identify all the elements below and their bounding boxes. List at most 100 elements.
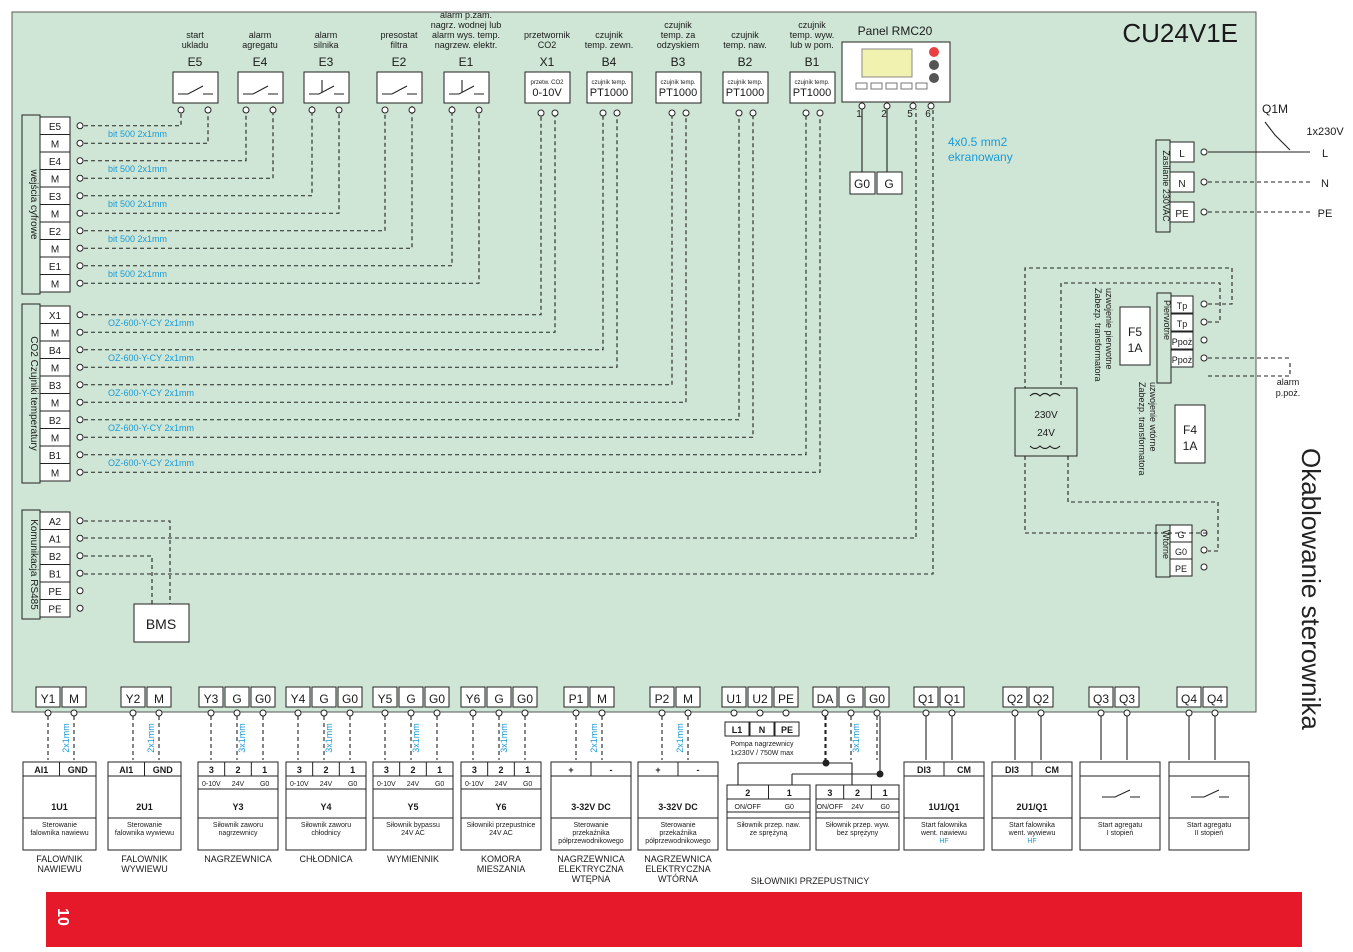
module-desc: Sterowanie: [42, 822, 77, 829]
bottom-terminal-dot: [381, 709, 389, 717]
secondary-row-box: [1169, 558, 1193, 577]
bottom-terminal-dot: [155, 709, 163, 717]
module-desc: went. wywiewu: [1008, 830, 1056, 837]
side-title-text: Okablowanie sterownika: [1296, 448, 1326, 730]
device-code: E3: [319, 55, 334, 69]
bottom-terminal-box: [120, 686, 146, 708]
device-code: E4: [253, 55, 268, 69]
module-head: 3: [297, 765, 302, 775]
module-group: WTÓRNA: [658, 874, 698, 884]
module-head: 2: [745, 788, 750, 798]
switch-symbol: [449, 85, 484, 95]
pump-desc: Pompa nagrzewnicy: [730, 741, 794, 748]
bottom-terminal-dot: [572, 709, 580, 717]
device-small-label: czujnik temp.: [660, 80, 695, 86]
bottom-terminal-dot: [756, 709, 764, 717]
panel-terminal: [909, 102, 917, 110]
device-box-E3: [303, 71, 350, 104]
rs485-bms-a: [84, 520, 171, 604]
device-terminal: [551, 109, 559, 117]
module-head: 3: [384, 765, 389, 775]
module-desc: Start falownika: [1009, 822, 1055, 829]
device-caption: nagrzew. elektr.: [435, 40, 498, 50]
primary-wire-2: [1060, 282, 1221, 393]
bottom-terminal-label: Y5: [378, 692, 393, 706]
module-desc: półprzewodnikowego: [558, 838, 623, 845]
supply-row-box: [1169, 141, 1195, 163]
transformer-box: [1014, 387, 1078, 457]
left-row-label: M: [51, 245, 59, 256]
bottom-cable-label: 2x1mm: [589, 723, 599, 753]
side-title: Okablowanie sterownika: [1280, 440, 1350, 770]
device-terminal: [448, 106, 456, 114]
fuse-f5-box: [1119, 306, 1151, 366]
module-sub: ON/OFF: [735, 804, 761, 811]
module-name: Y5: [407, 802, 418, 812]
supply-row-box: [1169, 201, 1195, 223]
device-caption: czujnik: [731, 30, 759, 40]
module-name: 2U1: [136, 802, 153, 812]
secondary-wire-1: [1024, 456, 1140, 534]
bottom-terminal-dot: [207, 709, 215, 717]
bottom-terminal-box: [913, 686, 939, 708]
bottom-terminal-dot: [730, 709, 738, 717]
module-box: [1079, 761, 1161, 851]
device-caption: agregatu: [242, 40, 278, 50]
primary-label: Pierwotne: [1162, 300, 1172, 340]
bottom-terminal-label: Q2: [1033, 692, 1049, 706]
primary-terminal: [1200, 354, 1208, 362]
damper-group-label: SIŁOWNIKI PRZEPUSTNICY: [751, 876, 870, 886]
bottom-terminal-label: M: [69, 692, 79, 706]
left-row-label: M: [51, 210, 59, 221]
pump-term-label: L1: [732, 725, 743, 735]
left-row-box: [39, 463, 71, 482]
module-sub: 0-10V: [377, 781, 396, 788]
fuse-f5-rating: 1A: [1128, 341, 1143, 355]
cable-label: OZ-600-Y-CY 2x1mm: [108, 353, 194, 363]
bottom-terminal-label: Y2: [126, 692, 141, 706]
device-small-label: czujnik temp.: [727, 80, 762, 86]
bms-box: [133, 603, 190, 643]
panel-knob: [929, 47, 939, 57]
supply-row-label: N: [1178, 179, 1185, 190]
switch-symbol: [309, 85, 344, 95]
q1m-symbol: [1264, 121, 1291, 151]
device-terminal: [613, 109, 621, 117]
left-row-label: M: [51, 140, 59, 151]
module-head: 3: [827, 788, 832, 798]
transformer-primary: 230V: [1034, 410, 1058, 421]
device-terminal: [668, 109, 676, 117]
wire-digital-a: [84, 106, 313, 197]
bottom-terminal-box: [721, 686, 747, 708]
module-group: KOMORA: [481, 854, 521, 864]
module-head: AI1: [119, 765, 133, 775]
device-box-B1: [789, 71, 836, 104]
device-small-label: czujnik temp.: [591, 80, 626, 86]
device-small-label: czujnik temp.: [794, 80, 829, 86]
left-group-label: wejścia cyfrowe: [28, 168, 39, 239]
pump-desc: 1x230V / 750W max: [730, 750, 794, 757]
module-desc: Siłownik zaworu: [213, 822, 263, 829]
device-terminal: [204, 106, 212, 114]
wire-digital-a: [84, 106, 386, 232]
module-desc: falownika wywiewu: [115, 830, 174, 837]
module-group: NAGRZEWNICA: [204, 854, 272, 864]
left-row-label: B1: [49, 570, 62, 581]
bottom-terminal-dot: [658, 709, 666, 717]
module-box: [22, 761, 97, 851]
left-row-box: [39, 599, 71, 618]
device-box-B3: [655, 71, 702, 104]
bottom-terminal-dot: [1037, 709, 1045, 717]
device-terminal: [537, 109, 545, 117]
module-head: 2: [855, 788, 860, 798]
module-head: CM: [957, 765, 971, 775]
device-terminal: [335, 106, 343, 114]
device-caption: presostat: [380, 30, 418, 40]
bottom-terminal-label: G0: [869, 692, 885, 706]
module-group: ELEKTRYCZNA: [645, 864, 710, 874]
module-desc: I stopień: [1107, 830, 1134, 837]
bottom-terminal-dot: [847, 709, 855, 717]
device-box-B2: [722, 71, 769, 104]
panel-cable-note: ekranowany: [948, 150, 1013, 164]
